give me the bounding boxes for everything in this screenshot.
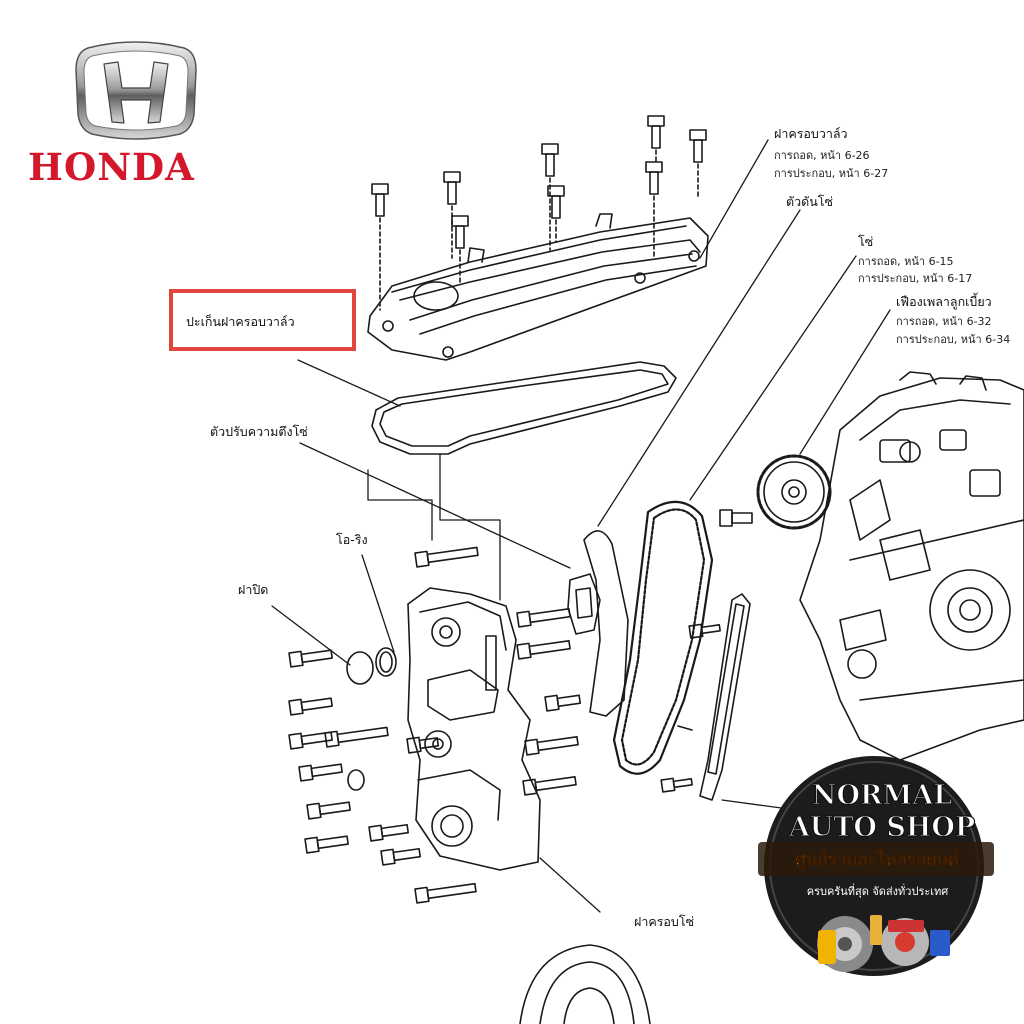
valve-cover [367,213,709,361]
engine-block [799,371,1024,761]
leader-lines [271,139,891,913]
brand-wordmark: HONDA [28,145,195,189]
label-o-ring: โอ-ริง [336,532,368,547]
label-valve-cover-gasket: ปะเก็นฝาครอบวาล์ว [186,314,295,329]
label-chain-removal: การถอด, หน้า 6-15 [858,255,954,268]
label-cap: ฝาปิด [238,582,269,597]
shop-tagline: ครบครันที่สุด จัดส่งทั่วประเทศ [806,885,949,898]
shop-thai-name: ศูนย์รวมอะไหล่รถยนต์ [795,850,959,871]
label-valve-cover-removal: การถอด, หน้า 6-26 [774,149,870,162]
valve-cover-bolts [371,115,707,311]
cam-sprocket [719,454,832,530]
label-chain-tensioner: ตัวปรับความตึงโซ่ [210,424,308,439]
label-chain: โซ่ [858,234,874,249]
shop-badge-emblem [758,756,994,976]
timing-chain [612,500,714,775]
label-chain-install: การประกอบ, หน้า 6-17 [858,272,973,285]
shop-name-line1: NORMAL [811,779,953,811]
label-cam-sprocket-removal: การถอด, หน้า 6-32 [896,315,992,328]
chain-guide [583,530,629,717]
chain-guide-rail [660,593,751,801]
label-chain-cover: ฝาครอบโซ่ [634,914,695,929]
label-cam-sprocket: เฟืองเพลาลูกเบี้ยว [896,294,992,309]
label-valve-cover-install: การประกอบ, หน้า 6-27 [774,167,889,180]
chain-tensioner [567,573,601,635]
cap-and-o-ring [346,647,397,685]
label-chain-guide: ตัวดันโซ่ [786,194,833,209]
cover-bolts [288,546,582,904]
label-cam-sprocket-install: การประกอบ, หน้า 6-34 [896,333,1011,346]
shop-name-line2: AUTO SHOP [788,811,976,843]
highlight-box-gasket [169,289,356,351]
crank-pulley [519,944,651,1024]
timing-chain-cover [407,587,541,871]
label-valve-cover: ฝาครอบวาล์ว [774,126,848,141]
honda-emblem-icon [75,41,197,140]
valve-cover-gasket [371,361,677,455]
